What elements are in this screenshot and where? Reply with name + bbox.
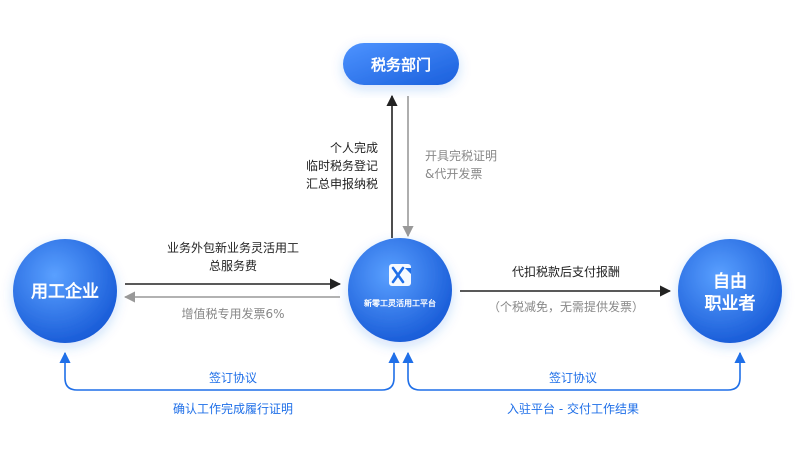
freelancer-label-1: 自由 <box>713 271 747 292</box>
bottom-right-top-label: 签订协议 <box>549 370 597 385</box>
bottom-left-top-label: 签订协议 <box>209 370 257 385</box>
bottom-right-connector <box>402 351 746 391</box>
platform-to-freelancer-label: 代扣税款后支付报酬 <box>512 264 620 279</box>
platform-to-tax-label-3: 汇总申报纳税 <box>306 176 378 191</box>
enterprise-node: 用工企业 <box>13 239 117 343</box>
enterprise-to-platform-label-1: 业务外包新业务灵活用工 <box>167 240 299 255</box>
tax-department-label: 税务部门 <box>371 56 431 74</box>
tax-to-platform-label-1: 开具完税证明 <box>425 148 497 163</box>
enterprise-to-platform-label-2: 总服务费 <box>209 258 257 273</box>
bottom-left-bottom-label: 确认工作完成履行证明 <box>173 401 293 416</box>
platform-to-tax-label-1: 个人完成 <box>330 140 378 155</box>
freelancer-node: 自由 职业者 <box>678 239 782 343</box>
freelancer-label-2: 职业者 <box>705 293 756 314</box>
platform-to-tax-label-2: 临时税务登记 <box>306 158 378 173</box>
tax-department-node: 税务部门 <box>343 43 459 85</box>
enterprise-label: 用工企业 <box>31 281 99 302</box>
platform-logo-icon <box>389 264 411 286</box>
platform-label: 新零工灵活用工平台 <box>364 298 436 308</box>
tax-to-platform-label-2: &代开发票 <box>425 166 482 181</box>
bottom-left-connector <box>59 351 400 391</box>
platform-node: 新零工灵活用工平台 <box>348 238 452 342</box>
bottom-right-bottom-label: 入驻平台 - 交付工作结果 <box>507 401 639 416</box>
platform-to-enterprise-label: 增值税专用发票6% <box>181 306 284 321</box>
freelancer-note-label: （个税减免，无需提供发票） <box>488 299 644 314</box>
